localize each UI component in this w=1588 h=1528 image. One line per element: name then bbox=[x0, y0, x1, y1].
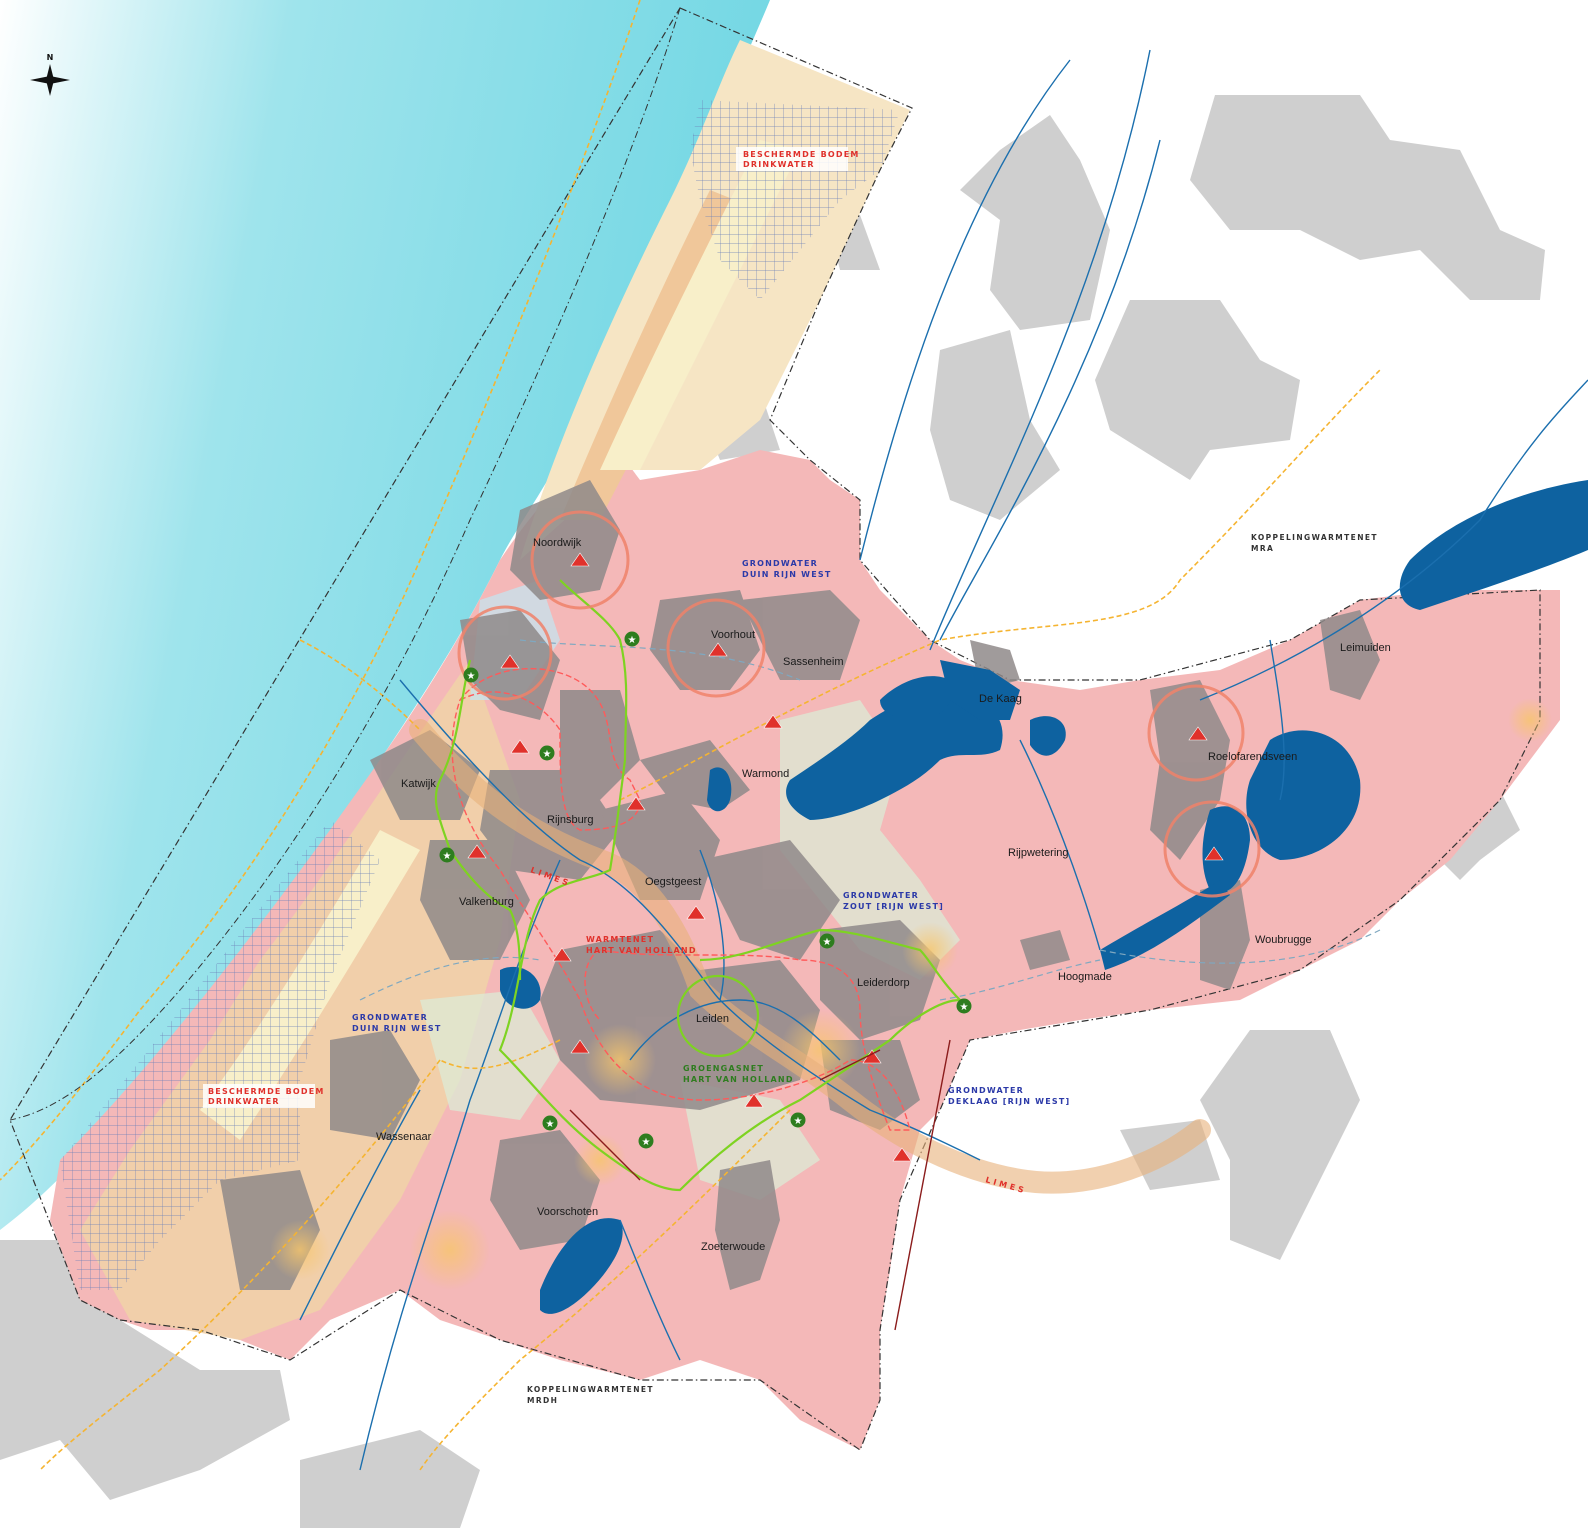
svg-text:★: ★ bbox=[794, 1116, 803, 1127]
geothermal-source-icons bbox=[467, 552, 1224, 1162]
label-grondwater-duin-south-1: GRONDWATER bbox=[352, 1013, 428, 1022]
label-beschermde-bodem-north-2: DRINKWATER bbox=[743, 160, 815, 169]
triangle-icon bbox=[1188, 726, 1208, 741]
place-voorhout: Voorhout bbox=[711, 629, 755, 641]
label-beschermde-bodem-north-1: BESCHERMDE BODEM bbox=[743, 150, 860, 159]
svg-text:★: ★ bbox=[628, 635, 637, 646]
water-bodies bbox=[500, 480, 1588, 1314]
place-hoogmade: Hoogmade bbox=[1058, 971, 1112, 983]
outer-urban-areas bbox=[0, 95, 1545, 1528]
place-warmond: Warmond bbox=[742, 768, 789, 780]
star-icon: ★ bbox=[539, 745, 555, 761]
star-icon: ★ bbox=[638, 1133, 654, 1149]
place-katwijk: Katwijk bbox=[401, 778, 436, 790]
star-icon: ★ bbox=[439, 847, 455, 863]
triangle-icon bbox=[570, 552, 590, 567]
power-lines bbox=[569, 1039, 951, 1331]
label-grondwater-duin-north-1: GRONDWATER bbox=[742, 559, 818, 568]
place-zoeterwoude: Zoeterwoude bbox=[701, 1241, 765, 1253]
star-icon: ★ bbox=[542, 1115, 558, 1131]
star-icon: ★ bbox=[624, 631, 640, 647]
triangle-icon bbox=[1204, 846, 1224, 861]
place-sassenheim: Sassenheim bbox=[783, 656, 844, 668]
star-icon: ★ bbox=[463, 667, 479, 683]
north-label: N bbox=[47, 53, 54, 62]
place-leiderdorp: Leiderdorp bbox=[857, 977, 910, 989]
triangle-icon bbox=[686, 905, 706, 920]
triangle-icon bbox=[626, 796, 646, 811]
place-de-kaag: De Kaag bbox=[979, 693, 1022, 705]
north-arrow-icon: N bbox=[30, 53, 70, 96]
north-sea bbox=[0, 0, 770, 1230]
label-beschermde-bodem-south-1: BESCHERMDE BODEM bbox=[208, 1087, 325, 1096]
place-valkenburg: Valkenburg bbox=[459, 896, 514, 908]
star-icon: ★ bbox=[819, 933, 835, 949]
star-icon: ★ bbox=[956, 998, 972, 1014]
label-koppeling-mrdh-1: KOPPELINGWARMTENET bbox=[527, 1385, 654, 1394]
triangle-icon bbox=[467, 844, 487, 859]
triangle-icon bbox=[744, 1093, 764, 1108]
place-noordwijk: Noordwijk bbox=[533, 537, 582, 549]
svg-text:★: ★ bbox=[546, 1119, 555, 1130]
place-oegstgeest: Oegstgeest bbox=[645, 876, 701, 888]
triangle-icon bbox=[892, 1147, 912, 1162]
groengas-source-icons: ★ ★ ★ ★ ★ ★ ★ ★ ★ bbox=[439, 631, 972, 1149]
triangle-icon bbox=[570, 1039, 590, 1054]
label-warmtenet-2: HART VAN HOLLAND bbox=[586, 946, 697, 955]
label-koppeling-mra-1: KOPPELINGWARMTENET bbox=[1251, 533, 1378, 542]
svg-text:★: ★ bbox=[467, 671, 476, 682]
triangle-icon bbox=[552, 947, 572, 962]
coast-boundary bbox=[9, 7, 681, 1121]
thematic-labels: BESCHERMDE BODEM DRINKWATER BESCHERMDE B… bbox=[203, 147, 1378, 1405]
svg-text:★: ★ bbox=[543, 749, 552, 760]
label-grondwater-zout-2: ZOUT [RIJN WEST] bbox=[843, 902, 944, 911]
label-grondwater-zout-1: GRONDWATER bbox=[843, 891, 919, 900]
label-grondwater-duin-south-2: DUIN RIJN WEST bbox=[352, 1024, 442, 1033]
label-koppeling-mra-2: MRA bbox=[1251, 544, 1274, 553]
label-groengasnet-1: GROENGASNET bbox=[683, 1064, 764, 1073]
svg-text:★: ★ bbox=[823, 937, 832, 948]
svg-text:★: ★ bbox=[443, 851, 452, 862]
limes-band bbox=[409, 719, 1211, 1194]
place-leimuiden: Leimuiden bbox=[1340, 642, 1391, 654]
triangle-icon bbox=[708, 642, 728, 657]
place-labels: Noordwijk Voorhout Sassenheim De Kaag Le… bbox=[376, 537, 1391, 1253]
label-grondwater-deklaag-1: GRONDWATER bbox=[948, 1086, 1024, 1095]
place-rijnsburg: Rijnsburg bbox=[547, 814, 593, 826]
place-leiden: Leiden bbox=[696, 1013, 729, 1025]
place-woubrugge: Woubrugge bbox=[1255, 934, 1312, 946]
triangle-icon bbox=[763, 714, 783, 729]
label-groengasnet-2: HART VAN HOLLAND bbox=[683, 1075, 794, 1084]
label-grondwater-deklaag-2: DEKLAAG [RIJN WEST] bbox=[948, 1097, 1070, 1106]
label-koppeling-mrdh-2: MRDH bbox=[527, 1396, 558, 1405]
triangle-icon bbox=[510, 739, 530, 754]
waterways bbox=[299, 49, 1588, 1471]
label-beschermde-bodem-south-2: DRINKWATER bbox=[208, 1097, 280, 1106]
region-boundary bbox=[9, 7, 1541, 1451]
place-wassenaar: Wassenaar bbox=[376, 1131, 432, 1143]
place-voorschoten: Voorschoten bbox=[537, 1206, 598, 1218]
label-grondwater-duin-north-2: DUIN RIJN WEST bbox=[742, 570, 832, 579]
place-rijpwetering: Rijpwetering bbox=[1008, 847, 1069, 859]
triangle-icon bbox=[500, 654, 520, 669]
geothermal-circles bbox=[457, 510, 1261, 898]
label-warmtenet-1: WARMTENET bbox=[586, 935, 654, 944]
koppelingwarmtenet-lines bbox=[0, 0, 1381, 1471]
svg-text:★: ★ bbox=[960, 1002, 969, 1013]
svg-text:★: ★ bbox=[642, 1137, 651, 1148]
star-icon: ★ bbox=[790, 1112, 806, 1128]
place-roelofarendsveen: Roelofarendsveen bbox=[1208, 751, 1297, 763]
